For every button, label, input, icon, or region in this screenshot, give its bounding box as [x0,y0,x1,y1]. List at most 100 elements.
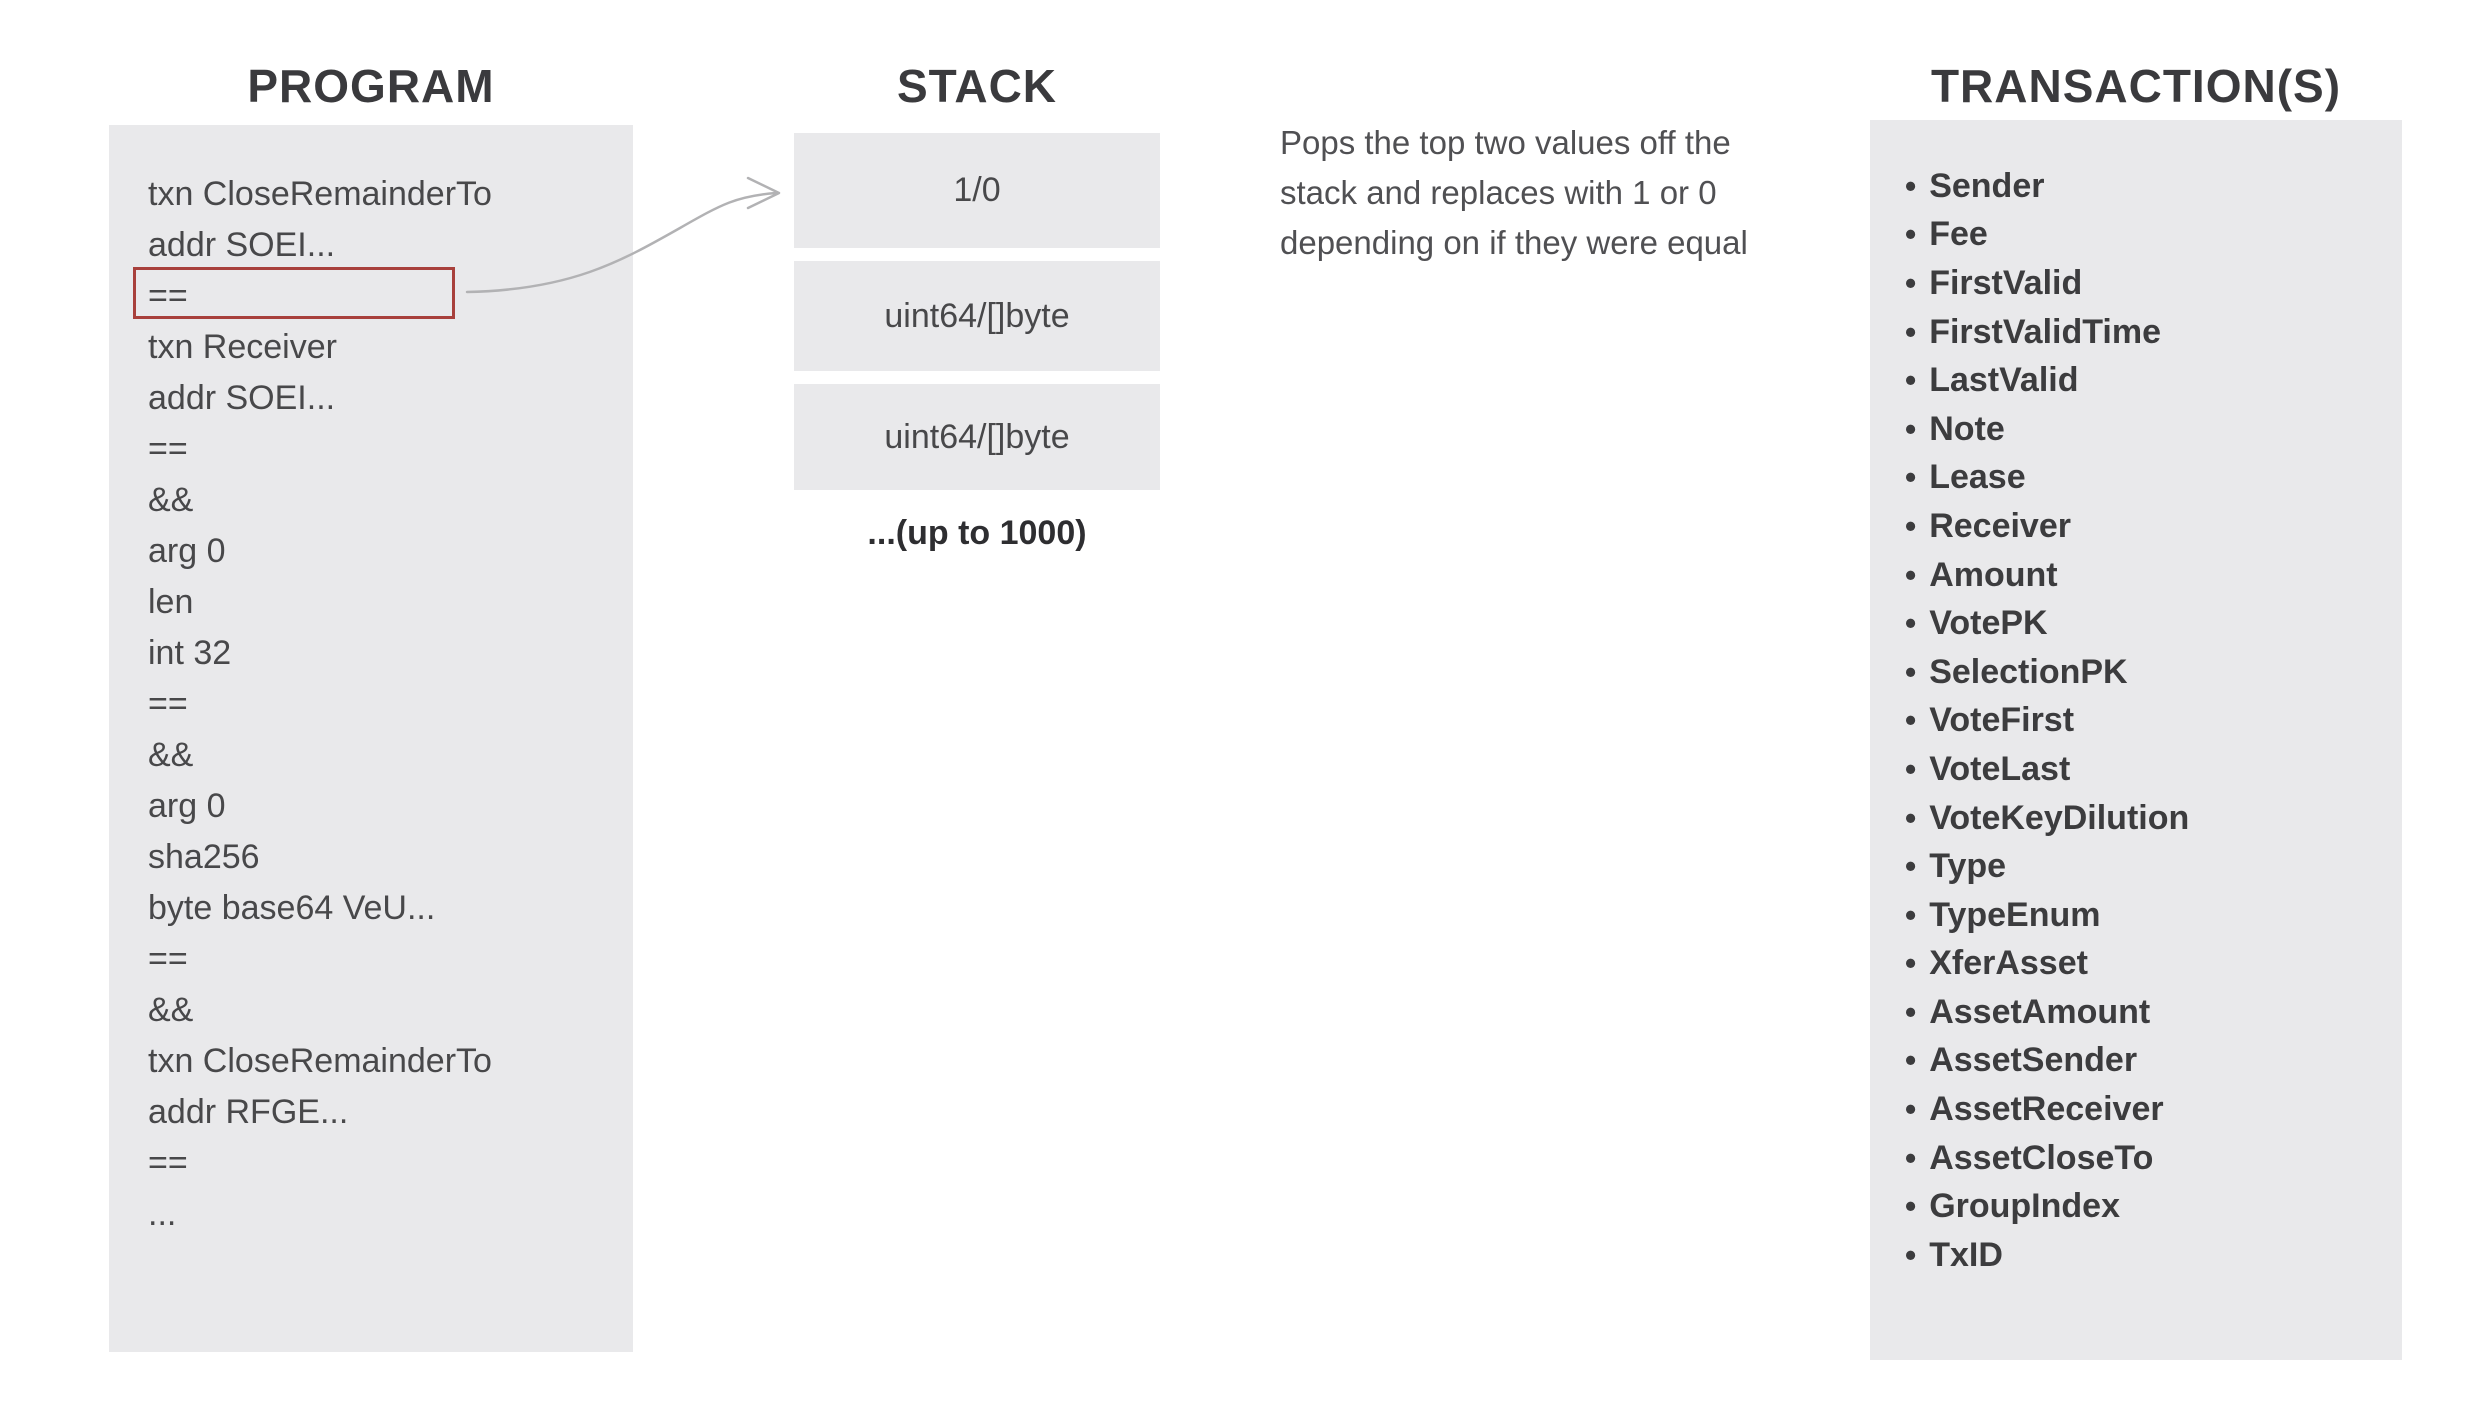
program-panel: txn CloseRemainderTo addr SOEI... == txn… [109,125,633,1352]
bullet-icon: • [1905,362,1917,399]
stack-title: STACK [896,60,1058,112]
bullet-icon: • [1905,702,1917,739]
transaction-field-item: • Receiver [1905,502,2189,551]
transaction-field-label: Receiver [1929,506,2071,545]
transaction-field-label: Type [1929,847,2007,886]
transaction-field-label: TxID [1929,1235,2003,1274]
highlighted-op-box [133,267,455,319]
code-line: == [148,940,188,978]
bullet-icon: • [1905,1236,1917,1273]
transaction-field-item: • SelectionPK [1905,648,2189,697]
bullet-icon: • [1905,167,1917,204]
stack-slot: 1/0 [794,133,1160,248]
transaction-field-label: Note [1929,409,2005,448]
stack-slot: uint64/[]byte [794,261,1160,371]
bullet-icon: • [1905,1091,1917,1128]
bullet-icon: • [1905,653,1917,690]
transaction-field-item: • XferAsset [1905,940,2189,989]
stack-slot: uint64/[]byte [794,384,1160,490]
bullet-icon: • [1905,1188,1917,1225]
bullet-icon: • [1905,507,1917,544]
bullet-icon: • [1905,216,1917,253]
transaction-field-item: • AssetCloseTo [1905,1134,2189,1183]
transaction-field-item: •AssetReceiver [1905,1085,2189,1134]
transaction-field-label: VoteFirst [1929,701,2075,740]
code-line: sha256 [148,838,260,876]
bullet-icon: • [1905,605,1917,642]
code-line-highlighted: == [148,277,188,315]
transaction-field-list: •Sender •Fee •FirstValid •FirstValidTime… [1905,162,2189,1280]
code-line: byte base64 VeU... [148,889,436,927]
transaction-field-item: • LastValid [1905,356,2189,405]
transaction-field-label: FirstValidTime [1929,312,2161,351]
code-line: == [148,685,188,723]
bullet-icon: • [1905,945,1917,982]
transaction-field-item: • TxID [1905,1231,2189,1280]
bullet-icon: • [1905,556,1917,593]
transaction-field-label: VoteKeyDilution [1929,798,2190,837]
transactions-panel: •Sender •Fee •FirstValid •FirstValidTime… [1870,120,2402,1360]
transaction-field-label: SelectionPK [1929,652,2128,691]
transaction-field-item: •VotePK [1905,599,2189,648]
program-code-list: txn CloseRemainderTo addr SOEI... == txn… [148,169,623,1240]
bullet-icon: • [1905,459,1917,496]
bullet-icon: • [1905,264,1917,301]
transaction-field-item: • Amount [1905,551,2189,600]
bullet-icon: • [1905,750,1917,787]
transaction-field-item: • Fee [1905,211,2189,260]
opcode-description: Pops the top two values off the stack an… [1280,118,1748,268]
transaction-field-item: • VoteFirst [1905,697,2189,746]
bullet-icon: • [1905,896,1917,933]
transaction-field-label: AssetSender [1929,1041,2138,1080]
code-line: && [148,991,194,1029]
code-line: == [148,1144,188,1182]
transaction-field-label: Sender [1929,166,2045,205]
transaction-field-label: LastValid [1929,361,2079,400]
transaction-field-item: • Lease [1905,454,2189,503]
transaction-field-item: • AssetAmount [1905,988,2189,1037]
transaction-field-item: •FirstValidTime [1905,308,2189,357]
transactions-title: TRANSACTION(S) [1930,60,2342,112]
transaction-field-label: GroupIndex [1929,1187,2120,1226]
transaction-field-item: • Type [1905,842,2189,891]
bullet-icon: • [1905,993,1917,1030]
arrowhead-icon [746,176,781,210]
transaction-field-item: • VoteKeyDilution [1905,794,2189,843]
transaction-field-label: TypeEnum [1929,895,2101,934]
code-line: int 32 [148,634,232,672]
code-line: txn CloseRemainderTo [148,175,492,213]
transaction-field-item: • GroupIndex [1905,1182,2189,1231]
code-line: addr SOEI... [148,226,336,264]
bullet-icon: • [1905,1139,1917,1176]
bullet-icon: • [1905,410,1917,447]
transaction-field-item: • FirstValid [1905,259,2189,308]
bullet-icon: • [1905,799,1917,836]
transaction-field-item: • VoteLast [1905,745,2189,794]
transaction-field-label: AssetCloseTo [1929,1138,2154,1177]
code-line: addr SOEI... [148,379,336,417]
code-line: ... [148,1195,177,1233]
transaction-field-item: • TypeEnum [1905,891,2189,940]
program-title: PROGRAM [247,60,495,112]
transaction-field-label: XferAsset [1929,944,2088,983]
description-line: depending on if they were equal [1280,224,1748,261]
description-line: Pops the top two values off the [1280,124,1731,161]
code-line: txn Receiver [148,328,337,366]
code-line: arg 0 [148,532,226,570]
transaction-field-label: Fee [1929,215,1988,254]
transaction-field-label: Amount [1929,555,2058,594]
code-line: && [148,736,194,774]
code-line: addr RFGE... [148,1093,349,1131]
bullet-icon: • [1905,1042,1917,1079]
transaction-field-label: VoteLast [1929,749,2071,788]
bullet-icon: • [1905,848,1917,885]
transaction-field-label: Lease [1929,458,2026,497]
code-line: len [148,583,194,621]
code-line: && [148,481,194,519]
transaction-field-label: AssetAmount [1929,992,2151,1031]
transaction-field-item: • Note [1905,405,2189,454]
code-line: == [148,430,188,468]
transaction-field-item: • AssetSender [1905,1037,2189,1086]
transaction-field-label: FirstValid [1929,263,2083,302]
